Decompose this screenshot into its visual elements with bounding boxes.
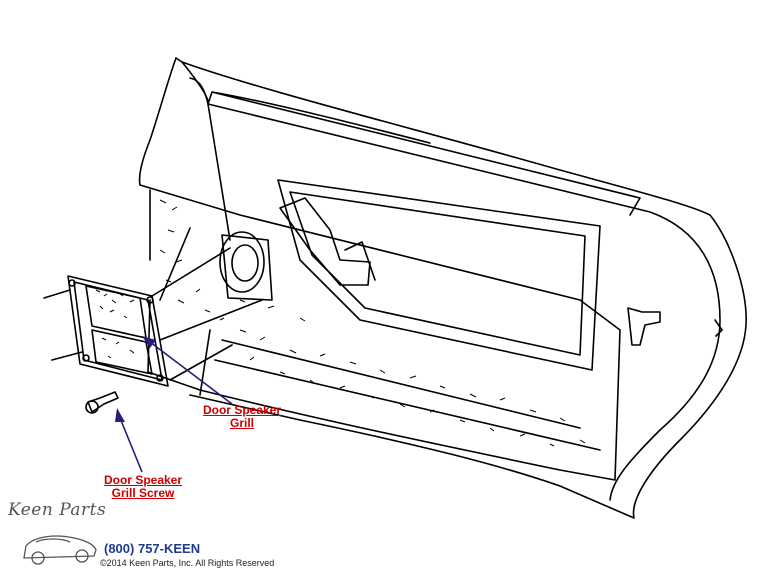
keen-parts-logo [23, 535, 97, 565]
screw-arrowhead [115, 408, 125, 422]
inner-panel [139, 184, 621, 481]
logo-text: Keen Parts [8, 500, 107, 520]
door-shell-top-edge [138, 57, 177, 186]
door-outer-shell [175, 57, 747, 519]
speaker-opening [219, 231, 265, 293]
callout-grill-line1: Door Speaker [202, 403, 282, 417]
grill-screw [87, 391, 119, 413]
carpet-texture [95, 199, 586, 447]
callout-screw-line1: Door Speaker [103, 473, 183, 487]
door-inner-rim [181, 61, 721, 501]
callout-grill-line2: Grill [229, 416, 254, 430]
door-handle-recess [279, 197, 371, 286]
callout-door-speaker-grill[interactable]: Door Speaker Grill [196, 404, 288, 430]
copyright-text: ©2014 Keen Parts, Inc. All Rights Reserv… [100, 558, 275, 568]
door-clip [627, 307, 661, 346]
grill-arrowhead [142, 336, 156, 348]
armrest-recess [277, 179, 601, 371]
window-frame [207, 91, 641, 241]
lower-trim-edge [199, 329, 601, 451]
callout-door-speaker-grill-screw[interactable]: Door Speaker Grill Screw [96, 474, 190, 500]
grill-pointer-line [149, 341, 233, 405]
alignment-lines [43, 227, 263, 381]
screw-pointer-line [119, 417, 143, 473]
phone-number[interactable]: (800) 757-KEEN [104, 541, 201, 556]
speaker-grill-plate [67, 275, 169, 387]
callout-screw-line2: Grill Screw [111, 486, 175, 500]
